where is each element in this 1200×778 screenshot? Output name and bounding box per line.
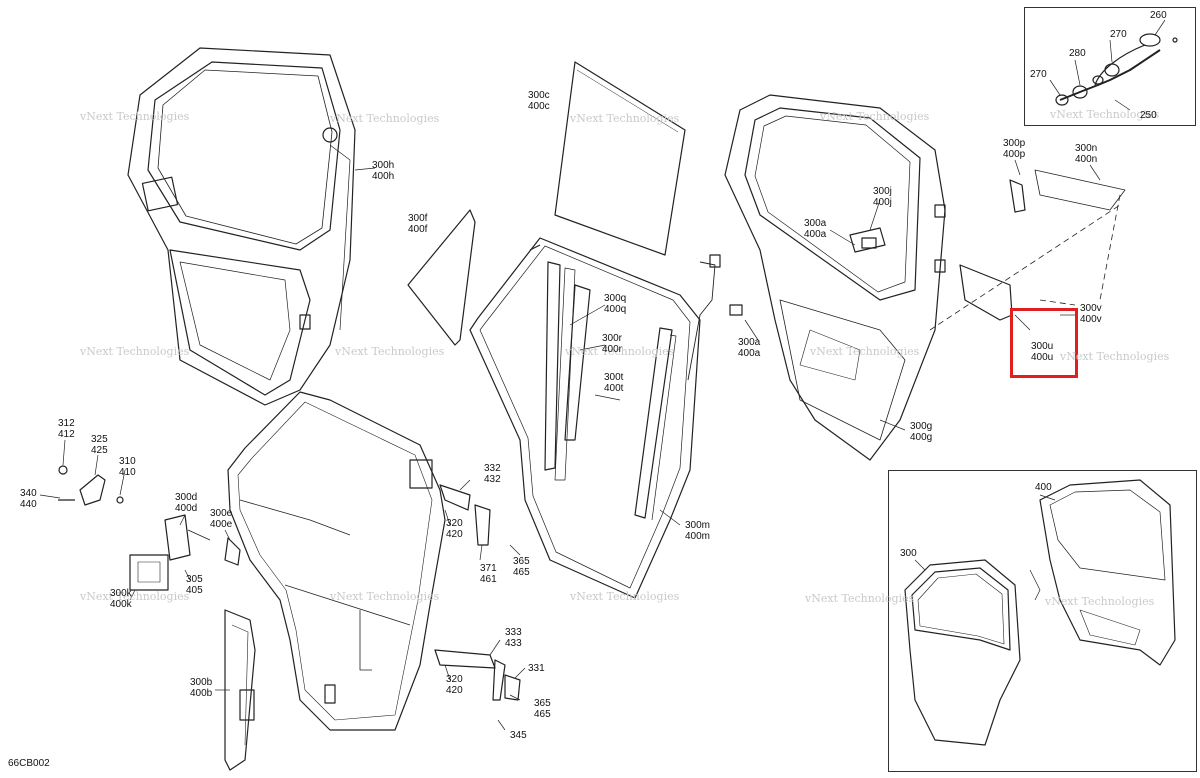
part-label-300: 300 — [900, 548, 917, 559]
door-panel-left — [127, 47, 356, 406]
door-panel-right — [724, 94, 946, 461]
part-label-270b: 270 — [1030, 69, 1047, 80]
handle-bracket — [959, 169, 1126, 321]
part-label-250: 250 — [1140, 110, 1157, 121]
hinge-parts — [58, 465, 241, 591]
seal-frame — [469, 237, 743, 599]
bracket-parts — [434, 484, 521, 701]
window-regulator — [224, 609, 256, 771]
inset-hardware — [1055, 33, 1178, 106]
part-label-345: 345 — [510, 730, 527, 741]
part-label-331: 331 — [528, 663, 545, 674]
inset-box-assembly — [888, 470, 1197, 772]
door-frame-lower — [227, 391, 446, 731]
part-label-400: 400 — [1035, 482, 1052, 493]
part-label-280: 280 — [1069, 48, 1086, 59]
highlight-box — [1010, 308, 1078, 378]
drawing-code: 66CB002 — [8, 758, 50, 769]
glass-panel-large — [554, 61, 686, 256]
part-label-270a: 270 — [1110, 29, 1127, 40]
part-label-260: 260 — [1150, 10, 1167, 21]
inset-assembled-doors — [904, 479, 1176, 746]
inset-box-hardware — [1024, 7, 1196, 126]
glass-panel-small — [407, 209, 476, 346]
